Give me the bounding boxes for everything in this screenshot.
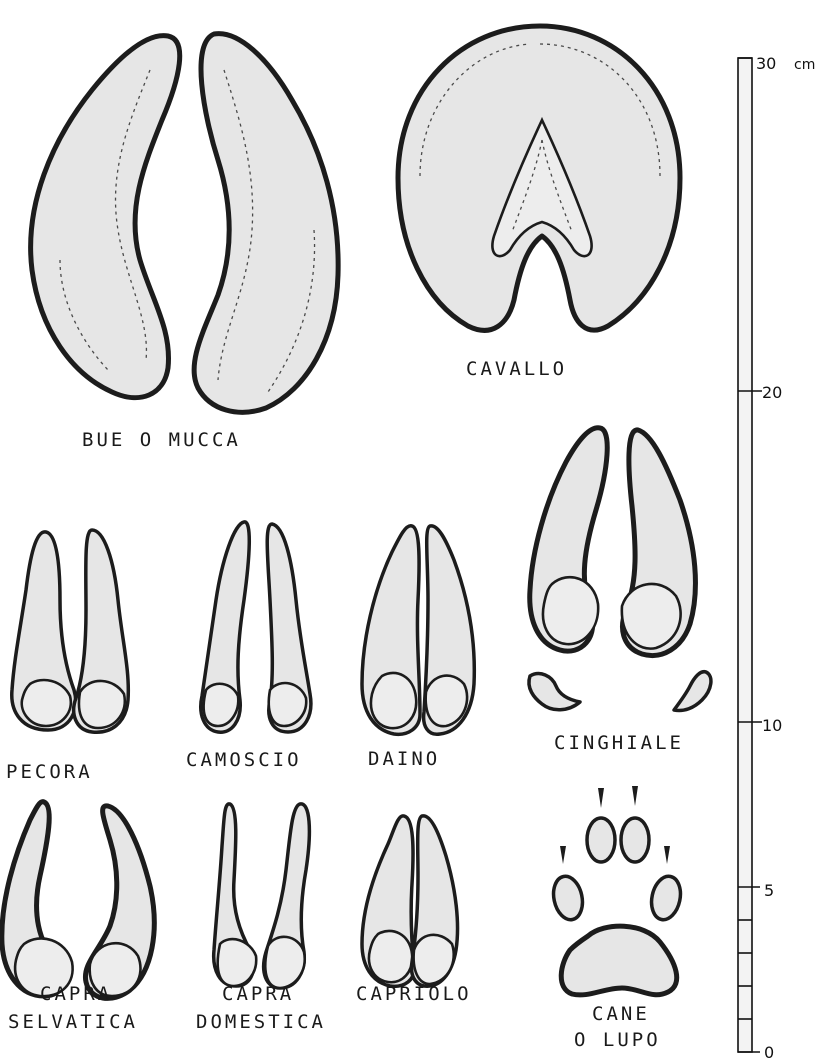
fallow-deer-hoofprint (362, 526, 474, 735)
label-bue-o-mucca: BUE O MUCCA (82, 429, 241, 451)
ruler-tick-20: 20 (762, 383, 782, 402)
label-capra-domestica-2: DOMESTICA (196, 1011, 326, 1033)
ruler-tick-30: 30 (756, 54, 776, 73)
ruler-tick-5: 5 (764, 881, 774, 900)
scale-ruler: 30 cm 20 10 5 0 (738, 54, 815, 1060)
cow-hoofprint (31, 34, 339, 413)
label-capra-domestica-1: CAPRA (222, 983, 294, 1005)
label-cavallo: CAVALLO (466, 358, 567, 380)
ruler-bar (738, 58, 752, 1052)
roe-deer-hoofprint (362, 816, 458, 986)
wild-boar-hoofprint (529, 428, 711, 711)
label-capriolo: CAPRIOLO (356, 983, 472, 1005)
label-cinghiale: CINGHIALE (554, 732, 684, 754)
ruler-unit: cm (794, 57, 815, 73)
sheep-hoofprint (12, 530, 129, 732)
ruler-tick-10: 10 (762, 716, 782, 735)
wild-goat-hoofprint (2, 802, 154, 999)
label-daino: DAINO (368, 748, 440, 770)
label-camoscio: CAMOSCIO (186, 749, 302, 771)
ruler-tick-0: 0 (764, 1043, 774, 1060)
horse-hoofprint (398, 26, 680, 330)
domestic-goat-hoofprint (214, 804, 310, 988)
label-cane: CANE (592, 1003, 650, 1025)
label-capra-selvatica-1: CAPRA (40, 983, 112, 1005)
label-o-lupo: O LUPO (574, 1029, 661, 1051)
label-pecora: PECORA (6, 761, 93, 783)
label-capra-selvatica-2: SELVATICA (8, 1011, 138, 1033)
dog-wolf-pawprint (550, 786, 685, 995)
chamois-hoofprint (201, 522, 311, 732)
